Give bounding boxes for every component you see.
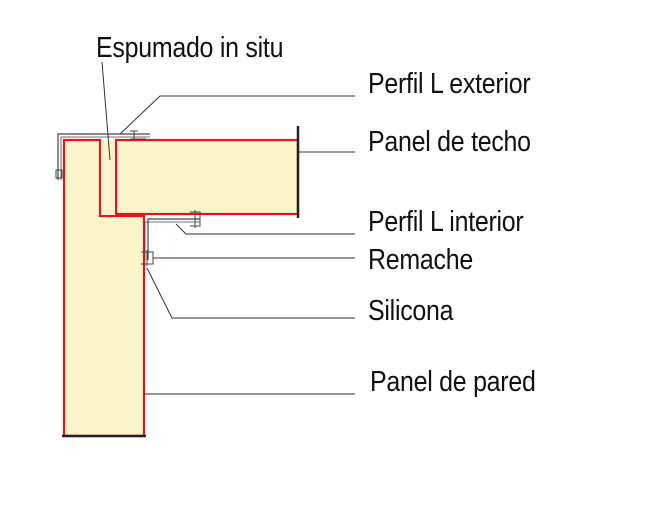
label-perfil-l-exterior: Perfil L exterior xyxy=(368,68,531,100)
outer-l-profile xyxy=(57,133,150,180)
label-panel-de-techo: Panel de techo xyxy=(368,126,531,158)
leader-perfil-interior xyxy=(175,223,355,235)
leader-silicona xyxy=(146,267,355,319)
inner-l-profile xyxy=(147,218,200,260)
roof-panel xyxy=(114,138,300,216)
label-remache: Remache xyxy=(368,244,473,276)
label-panel-de-pared: Panel de pared xyxy=(370,366,536,398)
leader-espumado xyxy=(101,61,111,161)
inner-l-profile-inner xyxy=(144,221,200,260)
foam-in-situ xyxy=(101,141,115,215)
outer-fastener xyxy=(55,169,63,179)
label-perfil-l-interior: Perfil L interior xyxy=(368,206,524,238)
top-rivet xyxy=(130,130,146,140)
outer-l-profile-inner xyxy=(60,136,150,180)
label-espumado-in-situ: Espumado in situ xyxy=(96,32,284,64)
label-silicona: Silicona xyxy=(368,295,454,327)
inner-rivet-top xyxy=(190,210,201,228)
leader-perfil-exterior xyxy=(119,95,355,135)
